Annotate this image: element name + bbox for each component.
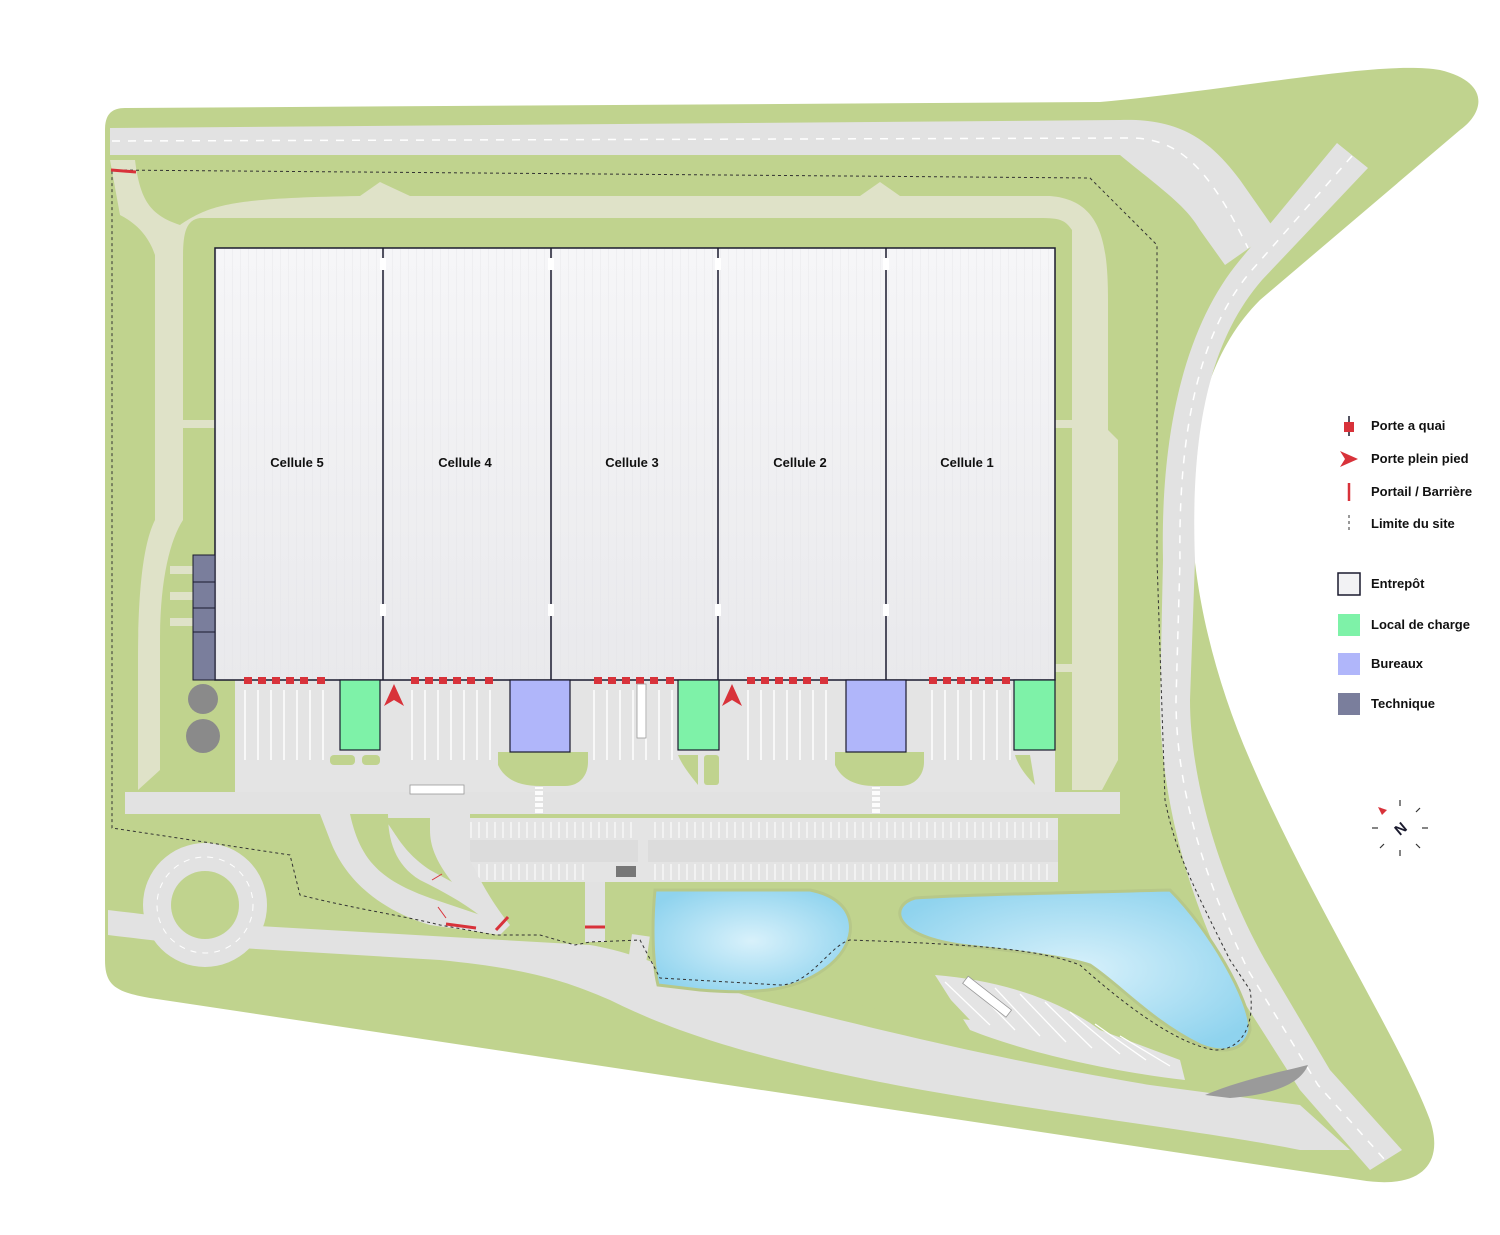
legend-item-bureaux: Bureaux <box>1336 652 1496 676</box>
technique-swatch-icon <box>1338 693 1360 715</box>
gate <box>110 168 137 174</box>
tank <box>186 719 220 753</box>
plein-pied-door <box>384 684 404 706</box>
legend-label-bureaux: Bureaux <box>1371 656 1424 671</box>
truck <box>962 975 1013 1018</box>
bureaux-swatch-icon <box>1338 653 1360 675</box>
site-boundary <box>111 169 1252 1051</box>
dock-doors <box>244 677 1010 684</box>
truck <box>409 784 465 795</box>
bus-stop <box>1205 1065 1308 1098</box>
cell-label-3: Cellule 3 <box>605 455 658 470</box>
legend-label-portail: Portail / Barrière <box>1371 484 1473 499</box>
north-entrance-road <box>1160 143 1402 1170</box>
technique-block <box>192 554 216 681</box>
legend-label-local-charge: Local de charge <box>1371 617 1470 632</box>
cell-label-5: Cellule 5 <box>270 455 323 470</box>
legend-item-porte-plein-pied: Porte plein pied <box>1336 447 1496 471</box>
pond-west <box>651 888 852 994</box>
local-charge-1 <box>1013 679 1056 751</box>
top-road <box>110 119 1275 265</box>
roundabout <box>143 843 267 967</box>
legend-item-porte-quai: Porte a quai <box>1336 414 1496 438</box>
plein-pied-door <box>722 684 742 706</box>
bike-shelter <box>616 866 636 877</box>
site-limit-icon <box>1348 515 1350 533</box>
compass-label: N <box>1391 819 1410 839</box>
legend-item-limite: Limite du site <box>1336 512 1496 536</box>
pond-east <box>898 888 1252 1052</box>
warehouse-swatch-icon <box>1337 572 1361 596</box>
barrier-icon <box>1347 483 1351 501</box>
cell-label-1: Cellule 1 <box>940 455 993 470</box>
tank <box>188 684 218 714</box>
legend-label-porte-plein-pied: Porte plein pied <box>1371 451 1469 466</box>
local-charge-swatch-icon <box>1338 614 1360 636</box>
compass-icon: N <box>1372 800 1428 856</box>
legend-label-entrepot: Entrepôt <box>1371 576 1425 591</box>
local-charge-5 <box>339 679 381 751</box>
south-road <box>108 910 1350 1150</box>
cell-label-4: Cellule 4 <box>438 455 492 470</box>
legend-item-entrepot: Entrepôt <box>1336 572 1496 596</box>
legend-item-local-charge: Local de charge <box>1336 613 1496 637</box>
bureaux-4 <box>509 679 571 753</box>
legend-label-porte-quai: Porte a quai <box>1371 418 1446 433</box>
plein-pied-arrow-icon <box>1340 451 1358 467</box>
legend-label-technique: Technique <box>1371 696 1436 711</box>
legend-item-technique: Technique <box>1336 692 1496 716</box>
dock-door-icon <box>1344 416 1354 436</box>
gate <box>445 922 477 930</box>
legend-label-limite: Limite du site <box>1371 516 1455 531</box>
main-lane <box>125 792 1120 814</box>
local-charge-3 <box>677 679 720 751</box>
truck <box>636 683 647 739</box>
cell-label-2: Cellule 2 <box>773 455 826 470</box>
legend-item-portail: Portail / Barrière <box>1336 480 1496 504</box>
bureaux-2 <box>845 679 907 753</box>
warehouse <box>214 247 1056 681</box>
gate <box>494 915 510 932</box>
